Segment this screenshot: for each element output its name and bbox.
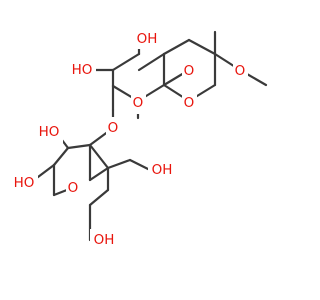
- methoxy-oxygen-label: O: [235, 63, 246, 79]
- ring-oxygen-label: O: [184, 63, 195, 79]
- hydroxymethyl-label: OH: [94, 232, 115, 248]
- bond: [162, 38, 191, 56]
- bond: [66, 143, 92, 150]
- bond: [88, 166, 110, 182]
- furan-oxygen-label: O: [68, 180, 79, 196]
- hydroxymethyl-label: OH: [152, 162, 173, 178]
- hydroxyl-label: HO: [39, 124, 60, 140]
- hydroxyl-label: HO: [14, 175, 35, 191]
- bond: [88, 188, 110, 207]
- bond-lines: [28, 30, 268, 242]
- molecule-structure: OH HO O O O O O HO HO O OH OH: [10, 27, 268, 251]
- bond: [106, 158, 132, 170]
- atom-labels: OH HO O O O O O HO HO O OH OH: [10, 27, 248, 251]
- bond: [128, 158, 152, 172]
- glycosidic-oxygen-label: O: [108, 120, 119, 136]
- pyran-oxygen-label: O: [133, 95, 144, 111]
- bond: [88, 143, 110, 170]
- hydroxyl-label: HO: [72, 62, 93, 78]
- bond: [52, 146, 70, 167]
- hydroxyl-label: OH: [137, 31, 158, 47]
- bond: [111, 52, 141, 72]
- bond: [187, 38, 217, 56]
- ring-oxygen-label: O: [184, 95, 195, 111]
- bond: [137, 52, 166, 72]
